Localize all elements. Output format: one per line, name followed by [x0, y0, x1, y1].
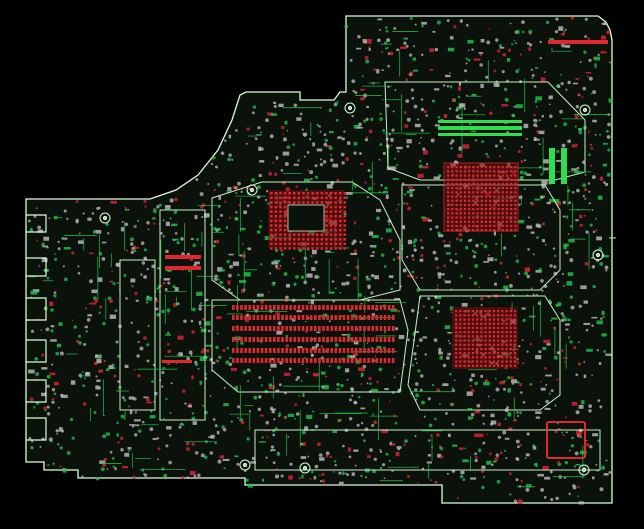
routing-regions	[119, 81, 601, 471]
io-connector-edge[interactable]	[26, 214, 47, 441]
copper-texture	[27, 16, 616, 505]
dimm-slot-pads[interactable]	[232, 305, 395, 363]
gpu-bga-footprint[interactable]	[452, 307, 518, 369]
highlighted-region[interactable]	[546, 421, 586, 459]
cpu-bga-footprint[interactable]	[268, 190, 347, 250]
board-outline	[25, 15, 613, 504]
signal-traces	[42, 31, 612, 488]
mounting-holes	[99, 102, 604, 476]
misc-pad-bars	[162, 40, 608, 363]
pch-bga-footprint[interactable]	[443, 162, 519, 232]
